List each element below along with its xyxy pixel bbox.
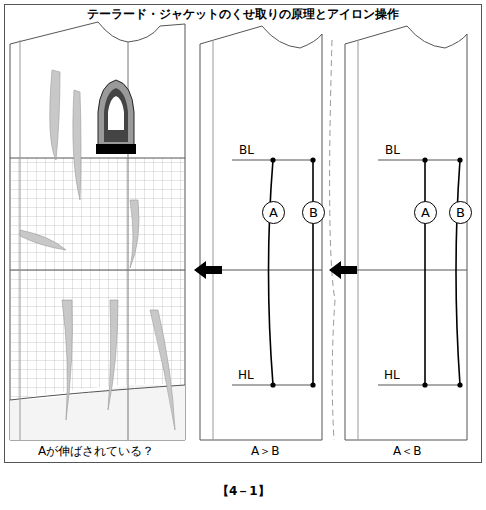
iron <box>108 96 124 130</box>
iron <box>96 144 136 154</box>
pattern-outline <box>330 40 335 440</box>
seam-line <box>269 160 314 385</box>
line-label: HL <box>238 369 254 382</box>
seam-dot <box>422 382 427 387</box>
seam-dot <box>270 157 275 162</box>
jacket-piece <box>10 22 185 440</box>
pattern-outline <box>213 40 214 440</box>
seam-dot <box>422 157 462 387</box>
pattern-outline <box>345 26 467 440</box>
seam-line <box>425 160 460 385</box>
jacket-piece <box>20 40 21 440</box>
pattern-outline <box>200 26 335 440</box>
seam-dot <box>270 382 275 387</box>
callout-letter: B <box>309 206 318 219</box>
fold-shading <box>20 230 66 250</box>
direction-arrow <box>194 261 357 279</box>
line-label: BL <box>385 144 400 157</box>
jacket-piece <box>10 385 185 400</box>
callout-circle: B <box>302 201 325 224</box>
figure-caption: 【4－1】 <box>217 485 270 498</box>
fold-shading <box>20 70 175 430</box>
frame <box>5 5 482 463</box>
callout-circle: A <box>262 201 285 224</box>
callout-letter: B <box>456 206 465 219</box>
pattern-outline <box>200 26 322 440</box>
diagram-title: テーラード・ジャケットのくせ取りの原理とアイロン操作 <box>87 8 399 21</box>
iron <box>98 80 134 152</box>
callout-letter: A <box>421 206 430 219</box>
seam-line <box>269 160 274 385</box>
fold-shading <box>130 200 139 268</box>
pattern-outline <box>345 270 467 271</box>
direction-arrow <box>194 261 222 279</box>
seam-line <box>456 160 460 385</box>
seam-line <box>424 160 426 385</box>
fold-shading <box>50 70 60 160</box>
seam-dot <box>270 157 315 387</box>
pattern-outline <box>378 160 460 161</box>
fold-shading <box>62 300 72 420</box>
pattern-outline <box>358 40 359 440</box>
seam-dot <box>310 382 315 387</box>
iron <box>104 88 128 142</box>
panel-caption: A＞B <box>251 445 279 458</box>
fold-shading <box>108 300 118 410</box>
jacket-piece <box>10 270 185 271</box>
iron <box>96 80 136 154</box>
seam-dot <box>422 157 427 162</box>
seam-line <box>312 160 314 385</box>
seam-dot <box>310 157 315 162</box>
jacket-piece <box>10 22 185 440</box>
panel-caption: Aが伸ばされている？ <box>38 445 154 458</box>
callout-letter: A <box>269 206 278 219</box>
seam-dot <box>457 382 462 387</box>
jacket-piece <box>10 158 185 159</box>
line-label: HL <box>384 369 400 382</box>
fold-shading <box>73 90 81 200</box>
fold-shading <box>150 310 175 430</box>
pattern-outline <box>345 26 467 440</box>
seam-dot <box>457 157 462 162</box>
line-label: BL <box>239 144 254 157</box>
callout-circle: A <box>414 201 437 224</box>
pattern-outline <box>378 385 460 386</box>
jacket-piece <box>10 158 185 400</box>
jacket-piece <box>10 385 185 440</box>
callout-circle: B <box>449 201 472 224</box>
panel-caption: A＜B <box>393 445 421 458</box>
direction-arrow <box>329 261 357 279</box>
